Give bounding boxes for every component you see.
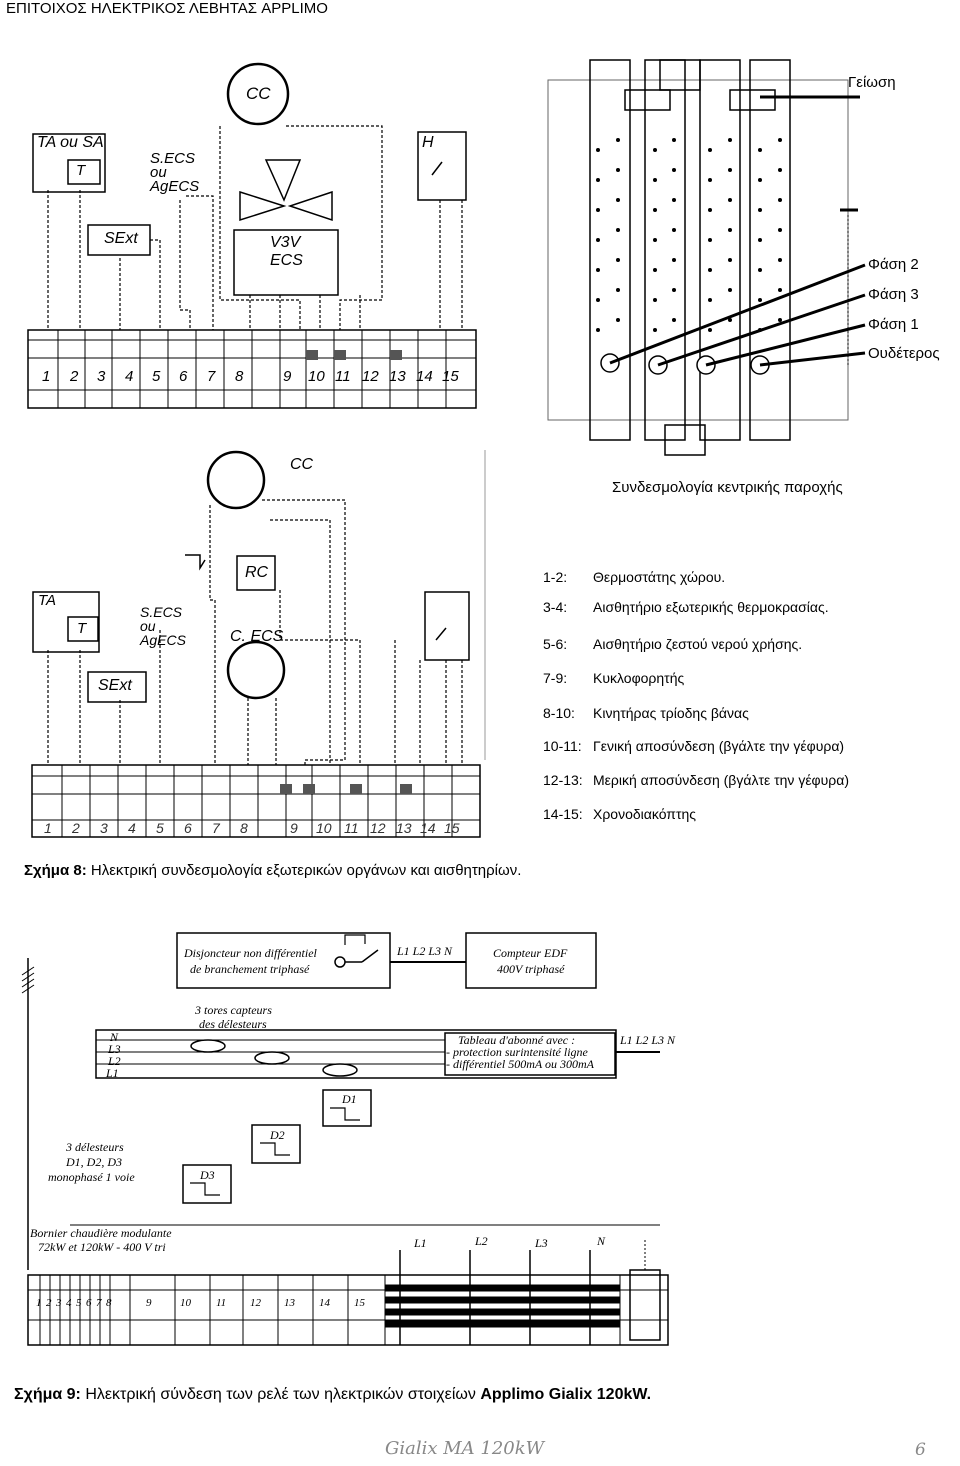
tableau-label-2: - protection surintensité ligne <box>446 1045 588 1059</box>
tableau-label-1: Tableau d'abonné avec : <box>458 1033 576 1047</box>
diagram-3 <box>21 932 669 1346</box>
l1-label: L1 <box>106 1066 119 1080</box>
legend-item: 10-11:Γενική αποσύνδεση (βγάλτε την γέφυ… <box>543 738 845 754</box>
rc-label: RC <box>245 564 269 581</box>
n-label: N <box>110 1030 119 1044</box>
ou-label-1: ou <box>150 164 167 181</box>
delesteurs-label-3: monophasé 1 voie <box>48 1170 135 1184</box>
figure-9-caption: Σχήμα 9: Ηλεκτρική σύνδεση των ρελέ των … <box>14 1386 652 1403</box>
tableau-label-3: - différentiel 500mA ou 300mA <box>446 1057 594 1071</box>
bl1-label: L1 <box>414 1236 427 1250</box>
legend-item: 1-2:Θερμοστάτης χώρου. <box>543 569 726 585</box>
l2-label: L2 <box>108 1054 121 1068</box>
h-label: H <box>422 134 434 151</box>
figure-8-caption: Σχήμα 8: Ηλεκτρική συνδεσμολογία εξωτερι… <box>24 862 522 879</box>
cc-label-1: CC <box>246 84 271 103</box>
agecs-label-2: AgECS <box>140 632 186 648</box>
bl2-label: L2 <box>475 1234 488 1248</box>
delesteurs-label-1: 3 délesteurs <box>66 1140 124 1154</box>
cc-pump-circle <box>226 62 290 126</box>
diagram-2 <box>31 450 486 838</box>
phase3-label: Φάση 3 <box>868 286 919 303</box>
footer-title: Gialix MA 120kW <box>385 1438 545 1459</box>
compteur-label-1: Compteur EDF <box>493 946 568 960</box>
cc-label-2: CC <box>290 456 314 473</box>
secs-label-1: S.ECS <box>150 150 196 167</box>
diagram-1 <box>27 62 477 409</box>
disjoncteur-label-2: de branchement triphasé <box>190 962 310 976</box>
t-label-2: T <box>77 620 87 637</box>
legend-item: 14-15:Χρονοδιακόπτης <box>543 806 697 822</box>
phase1-label: Φάση 1 <box>868 316 919 333</box>
d1-label: D1 <box>342 1092 357 1106</box>
delesteurs-label-2: D1, D2, D3 <box>66 1155 122 1169</box>
tores-label-2: des délesteurs <box>199 1017 267 1031</box>
legend-item: 7-9:Κυκλοφορητής <box>543 670 685 686</box>
bn-label: N <box>597 1234 606 1248</box>
earth-label: Γείωση <box>848 74 896 91</box>
l123n-right-label: L1 L2 L3 N <box>620 1033 676 1047</box>
ta-sa-label: TA ou SA <box>37 134 104 151</box>
cecs-label: C. ECS <box>230 628 284 645</box>
ta-label-2: TA <box>38 592 57 609</box>
ou-label-2: ou <box>140 618 156 634</box>
legend-item: 12-13:Μερική αποσύνδεση (βγάλτε την γέφυ… <box>543 772 850 788</box>
agecs-label-1: AgECS <box>150 178 200 195</box>
v3v-label: V3V <box>270 234 301 251</box>
legend-item: 5-6:Αισθητήριο ζεστού νερού χρήσης. <box>543 636 803 652</box>
neutral-label: Ουδέτερος <box>868 345 940 362</box>
bornier-label-1: Bornier chaudière modulante <box>30 1226 172 1240</box>
l123n-top-label: L1 L2 L3 N <box>397 944 453 958</box>
page-header: ΕΠΙΤΟΙΧΟΣ ΗΛΕΚΤΡΙΚΟΣ ΛΕΒΗΤΑΣ APPLIMO <box>6 0 328 17</box>
legend-item: 8-10:Κινητήρας τρίοδης βάνας <box>543 705 749 721</box>
l3-label: L3 <box>108 1042 121 1056</box>
legend-item: 3-4:Αισθητήριο εξωτερικής θερμοκρασίας. <box>543 599 829 615</box>
sext-label-1: SExt <box>104 230 138 247</box>
disjoncteur-label-1: Disjoncteur non différentiel <box>184 946 317 960</box>
phase2-label: Φάση 2 <box>868 256 919 273</box>
sext-label-2: SExt <box>98 677 132 694</box>
secs-label-2: S.ECS <box>140 604 183 620</box>
t-label-1: T <box>76 162 86 179</box>
supply-caption: Συνδεσμολογία κεντρικής παροχής <box>612 479 843 496</box>
tores-label-1: 3 tores capteurs <box>195 1003 272 1017</box>
supply-terminal <box>547 59 866 456</box>
d3-label: D3 <box>200 1168 215 1182</box>
ecs-label: ECS <box>270 252 303 269</box>
d2-label: D2 <box>270 1128 285 1142</box>
bl3-label: L3 <box>535 1236 548 1250</box>
page-number: 6 <box>915 1440 926 1460</box>
bornier-label-2: 72kW et 120kW - 400 V tri <box>38 1240 166 1254</box>
compteur-label-2: 400V triphasé <box>497 962 565 976</box>
